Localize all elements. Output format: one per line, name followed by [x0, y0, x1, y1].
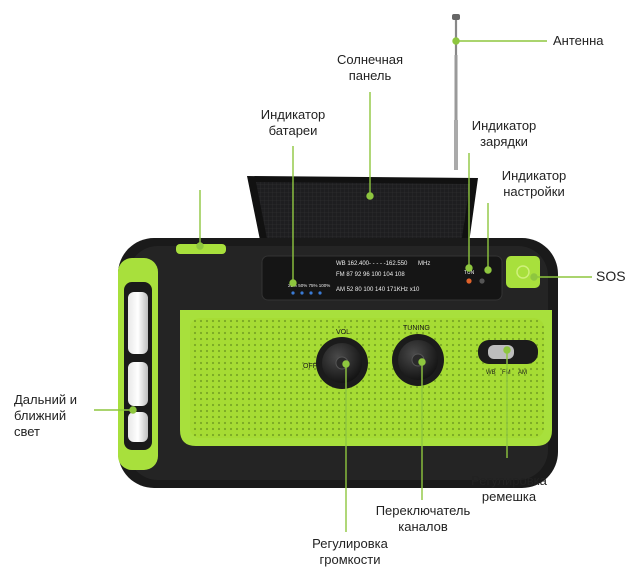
label-antenna: Антенна [553, 33, 604, 48]
vol-label: VOL [336, 329, 350, 336]
tun-label: TUN [464, 270, 475, 276]
off-label: OFF [303, 363, 317, 370]
label-solar-panel: Солнечная панель [336, 52, 404, 83]
leader-dot-charge [465, 264, 473, 272]
leader-dot-strap [503, 346, 511, 354]
label-sos: SOS [596, 268, 626, 284]
leader-dot-volume [342, 360, 350, 368]
leader-dot-tuning-ind [484, 266, 492, 274]
leader-dot-light [129, 406, 137, 414]
label-battery-indicator: Индикатор батареи [260, 107, 326, 138]
solar-panel [247, 176, 478, 250]
label-channels: Переключатель каналов [375, 503, 471, 534]
radio-body [118, 238, 558, 488]
switch-label-wb: WB [486, 370, 496, 376]
leader-dot-top-button [196, 242, 204, 250]
display-text: WB 162.400- - - - -162.550 MHz FM 87 92 … [288, 261, 475, 293]
band-am: AM 52 80 100 140 171KHz x10 [336, 287, 420, 293]
band-wb: WB 162.400- - - - -162.550 [336, 261, 408, 267]
label-tuning-indicator: Индикатор настройки [501, 168, 567, 199]
leader-dot-channels [418, 358, 426, 366]
leader-dot-antenna [452, 37, 460, 45]
antenna [452, 14, 460, 170]
label-light: Дальний и ближний свет [14, 392, 77, 439]
label-strap: Регулировка ремешка [471, 473, 547, 504]
band-fm: FM 87 92 96 100 104 108 [336, 272, 405, 278]
tuning-label: TUNING [403, 325, 430, 332]
band-wb-unit: MHz [418, 261, 430, 267]
label-volume: Регулировка громкости [312, 536, 388, 567]
leader-dot-battery [289, 279, 297, 287]
switch-label-am: AM [518, 370, 527, 376]
leader-dot-solar [366, 192, 374, 200]
label-charge-indicator: Индикатор зарядки [471, 118, 537, 149]
leader-dot-sos [530, 273, 538, 281]
leader-lines [94, 37, 592, 532]
battery-scale: 25% 50% 75% 100% [288, 283, 330, 288]
